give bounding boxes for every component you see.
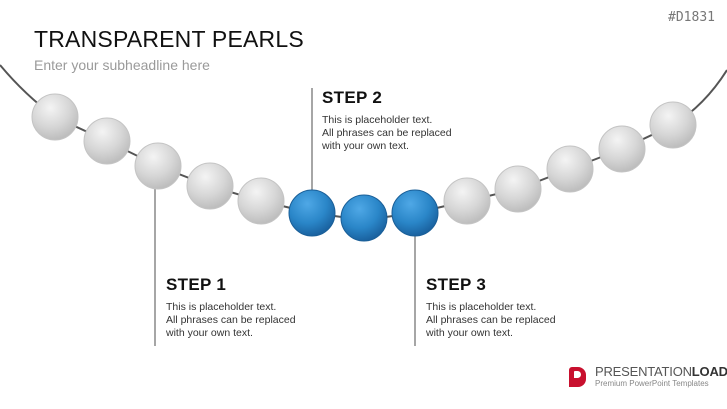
step-2: STEP 2 This is placeholder text. All phr… <box>322 88 452 153</box>
page-title: TRANSPARENT PEARLS <box>34 26 304 52</box>
step-1-text: This is placeholder text. All phrases ca… <box>166 301 296 339</box>
pearl <box>186 162 234 210</box>
step-2-text: This is placeholder text. All phrases ca… <box>322 114 452 152</box>
pearl <box>443 177 491 225</box>
page-subtitle: Enter your subheadline here <box>34 57 210 73</box>
step-3-title: STEP 3 <box>426 275 487 294</box>
pearl <box>134 142 182 190</box>
step-1: STEP 1 This is placeholder text. All phr… <box>166 275 296 340</box>
slide-code: #D1831 <box>668 10 715 25</box>
step-1-title: STEP 1 <box>166 275 227 294</box>
presentationload-logo: PRESENTATIONLOAD Premium PowerPoint Temp… <box>569 365 727 389</box>
pearl <box>649 101 697 149</box>
step-3-text: This is placeholder text. All phrases ca… <box>426 301 556 339</box>
pearl-highlighted <box>340 194 388 242</box>
pearl-highlighted <box>391 189 439 237</box>
pearl <box>598 125 646 173</box>
pearl <box>83 117 131 165</box>
pearl-highlighted <box>288 189 336 237</box>
step-3: STEP 3 This is placeholder text. All phr… <box>426 275 556 340</box>
logo-icon <box>569 367 586 387</box>
pearl <box>31 93 79 141</box>
pearl <box>237 177 285 225</box>
logo-name-light: PRESENTATION <box>595 364 692 379</box>
logo-name-bold: LOAD <box>691 364 727 379</box>
step-2-title: STEP 2 <box>322 88 383 107</box>
logo-tagline: Premium PowerPoint Templates <box>595 379 709 388</box>
pearl <box>546 145 594 193</box>
pearl <box>494 165 542 213</box>
